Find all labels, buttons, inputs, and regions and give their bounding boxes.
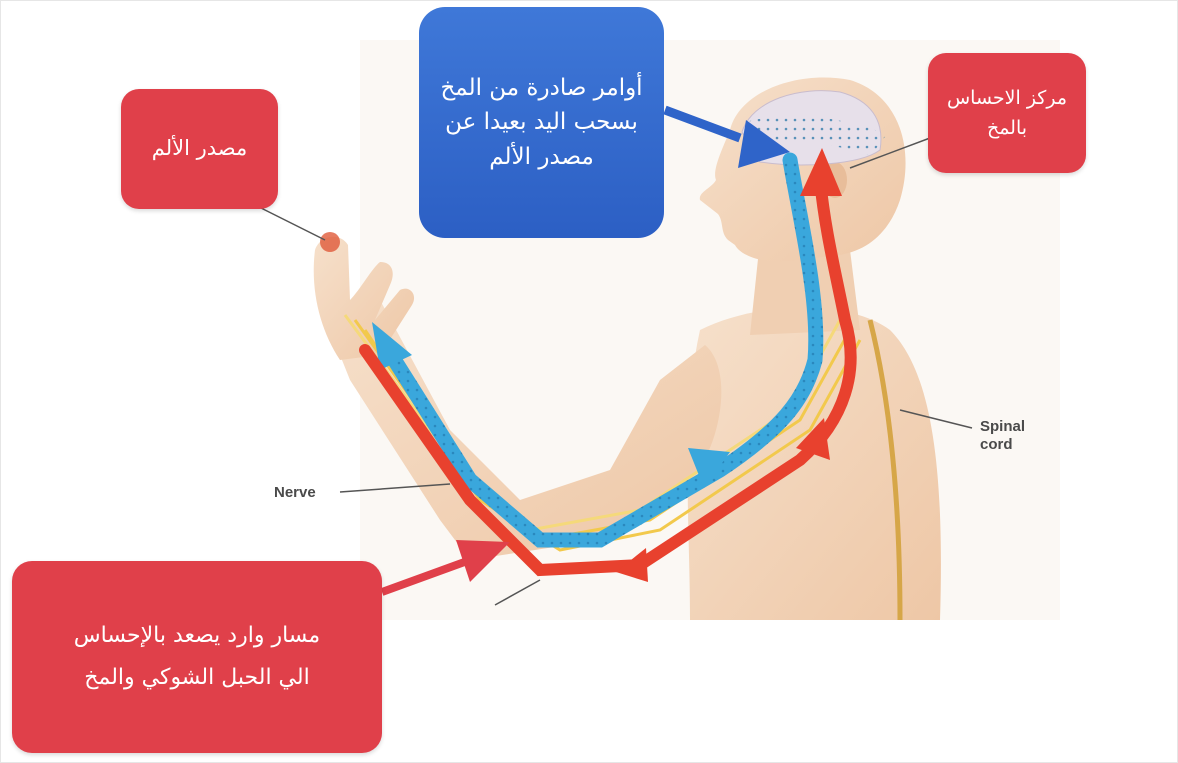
brain-commands-callout: أوامر صادرة من المخ بسحب اليد بعيدا عن م… [419, 7, 664, 238]
pain-source-callout: مصدر الألم [121, 89, 278, 209]
sensation-center-callout: مركز الاحساس بالمخ [928, 53, 1086, 173]
pain-source-text: مصدر الألم [152, 133, 247, 165]
nerve-label: Nerve [274, 484, 316, 502]
pain-source-spot [320, 232, 340, 252]
bottom-blank-area [500, 620, 1160, 752]
spinal-cord-label: Spinal cord [980, 418, 1040, 454]
afferent-path-text: مسار وارد يصعد بالإحساس الي الحبل الشوكي… [74, 615, 320, 699]
pain-source-pointer [255, 205, 325, 240]
sensation-center-text: مركز الاحساس بالمخ [947, 83, 1067, 144]
afferent-path-callout: مسار وارد يصعد بالإحساس الي الحبل الشوكي… [12, 561, 382, 753]
brain-commands-text: أوامر صادرة من المخ بسحب اليد بعيدا عن م… [440, 71, 642, 175]
spinal-cord-label-text: Spinal cord [980, 418, 1025, 453]
